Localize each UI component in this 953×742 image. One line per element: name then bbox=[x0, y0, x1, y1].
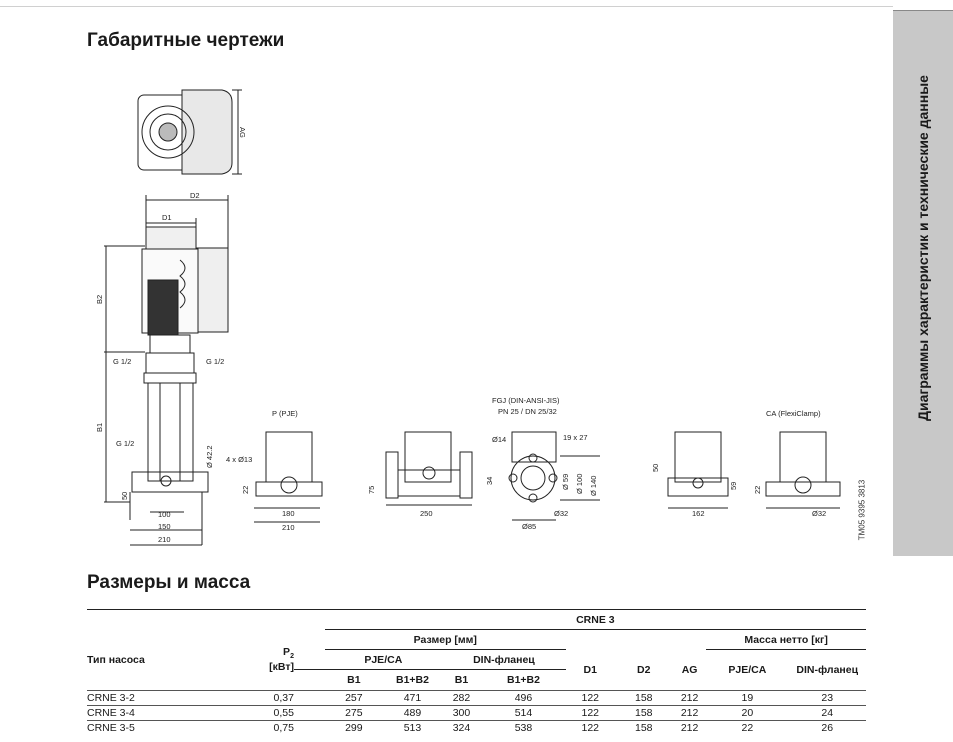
header-size: Размер [мм] bbox=[324, 629, 566, 650]
dim-180: 180 bbox=[282, 509, 295, 518]
dim-phi32-b: Ø32 bbox=[812, 509, 826, 518]
label-fgj-pn: PN 25 / DN 25/32 bbox=[498, 407, 557, 416]
dim-22-a: 22 bbox=[241, 486, 250, 494]
label-g12-bottom: G 1/2 bbox=[116, 439, 134, 448]
header-din-flange: DIN-фланец bbox=[441, 649, 566, 670]
dim-phi42: Ø 42.2 bbox=[205, 445, 214, 468]
dim-22-b: 22 bbox=[753, 486, 762, 494]
dim-phi140: Ø 140 bbox=[589, 476, 598, 496]
fgj-flange-view bbox=[508, 431, 600, 521]
dim-phi59: Ø 59 bbox=[561, 474, 570, 490]
label-p-pje: P (PJE) bbox=[272, 409, 298, 418]
header-b1b2-pje: B1+B2 bbox=[395, 674, 429, 686]
label-ca: CA (FlexiClamp) bbox=[766, 409, 821, 418]
dim-phi32-a: Ø32 bbox=[554, 509, 568, 518]
section-title-drawings: Габаритные чертежи bbox=[87, 30, 285, 51]
side-view bbox=[104, 226, 229, 546]
fgj-side-view bbox=[385, 431, 473, 506]
header-b1-pje: B1 bbox=[347, 674, 361, 686]
label-phi14: Ø14 bbox=[492, 435, 506, 444]
top-view bbox=[137, 89, 242, 175]
dim-250: 250 bbox=[420, 509, 433, 518]
section-title-dimensions: Размеры и масса bbox=[87, 572, 251, 593]
label-g12-left: G 1/2 bbox=[113, 357, 131, 366]
dim-50: 50 bbox=[120, 492, 129, 500]
pje-view bbox=[254, 431, 323, 523]
dimensional-drawings: AG D2 D1 B2 B1 G 1/2 G 1/2 G 1/2 50 100 … bbox=[95, 89, 841, 546]
label-fgj: FGJ (DIN-ANSI-JIS) bbox=[492, 396, 560, 405]
dim-59: 59 bbox=[729, 482, 738, 490]
dim-210-b: 210 bbox=[282, 523, 295, 532]
header-pje-ca: PJE/CA bbox=[324, 649, 442, 670]
label-holes: 4 x Ø13 bbox=[226, 455, 252, 464]
dim-d2: D2 bbox=[190, 191, 200, 200]
header-mass-din: DIN-фланец bbox=[796, 664, 859, 676]
dim-75: 75 bbox=[367, 486, 376, 494]
dim-34: 34 bbox=[485, 477, 494, 485]
header-ag: AG bbox=[681, 663, 698, 676]
side-tab[interactable]: Диаграммы характеристик и технические да… bbox=[893, 10, 953, 556]
ca-side-view bbox=[667, 431, 729, 509]
dimensions-table: CRNE 3 Тип насоса P2[кВт] Размер [мм] Ма… bbox=[87, 609, 866, 735]
drawing-code: TM05 9395 3813 bbox=[857, 479, 867, 541]
dim-150: 150 bbox=[158, 522, 171, 531]
dim-phi85: Ø85 bbox=[522, 522, 536, 531]
table-group-title: CRNE 3 bbox=[324, 609, 866, 630]
label-19x27: 19 x 27 bbox=[563, 433, 588, 442]
header-d1: D1 bbox=[583, 663, 597, 676]
header-b1b2-din: B1+B2 bbox=[506, 674, 540, 686]
dim-d1: D1 bbox=[162, 213, 172, 222]
ca-front-view bbox=[765, 431, 841, 509]
dim-b1: B1 bbox=[95, 423, 104, 432]
dim-ag: AG bbox=[238, 127, 247, 138]
top-rule bbox=[0, 6, 893, 7]
header-mass: Масса нетто [кг] bbox=[706, 629, 866, 650]
header-b1-din: B1 bbox=[454, 674, 469, 686]
label-g12-right: G 1/2 bbox=[206, 357, 224, 366]
side-tab-label: Диаграммы характеристик и технические да… bbox=[915, 75, 931, 421]
dim-210: 210 bbox=[158, 535, 171, 544]
dim-50-b: 50 bbox=[651, 464, 660, 472]
header-pump-type: Тип насоса bbox=[87, 653, 145, 666]
header-p2: P2[кВт] bbox=[269, 645, 294, 673]
dim-162: 162 bbox=[692, 509, 705, 518]
dim-b2: B2 bbox=[95, 295, 104, 304]
header-mass-pje: PJE/CA bbox=[728, 664, 767, 676]
dim-100: 100 bbox=[158, 510, 171, 519]
header-d2: D2 bbox=[637, 663, 651, 676]
dim-phi100: Ø 100 bbox=[575, 474, 584, 494]
